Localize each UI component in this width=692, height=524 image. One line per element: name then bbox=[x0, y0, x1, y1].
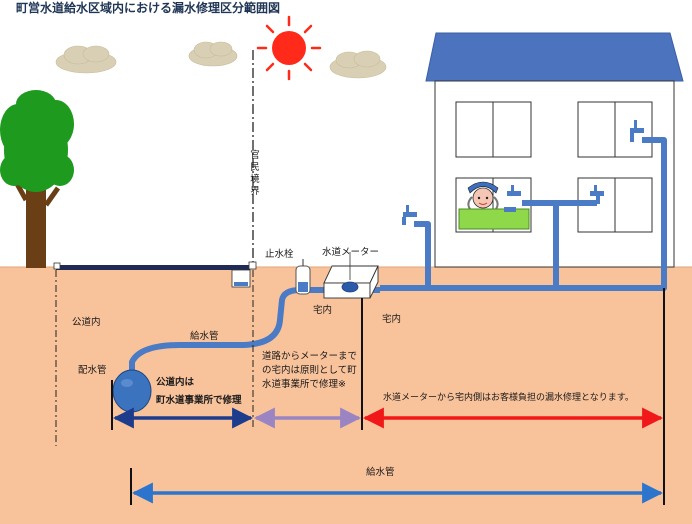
cloud-icon bbox=[188, 41, 238, 67]
house-plumbing bbox=[380, 137, 667, 291]
person-icon bbox=[467, 181, 499, 210]
distribution-pipe-icon bbox=[112, 369, 152, 413]
water-meter-label: 水道メーター bbox=[322, 247, 380, 258]
customer-repair-label: 水道メーターから宅内側はお客様負担の漏水修理となります。 bbox=[383, 393, 634, 403]
stop-valve-label: 止水栓 bbox=[265, 249, 294, 260]
town-repair-label: 公道内は 町水道事業所で修理 bbox=[156, 377, 242, 406]
sink-basin bbox=[458, 208, 530, 230]
sun-icon bbox=[256, 15, 322, 81]
service-pipe-label-bottom: 給水管 bbox=[366, 467, 395, 478]
meter-box-icon bbox=[323, 252, 379, 299]
road-to-meter-label: 道路からメーターまで の宅内は原則として町 水道事業所で修理※ bbox=[262, 351, 358, 390]
cloud-icon bbox=[55, 45, 117, 74]
stop-valve-icon bbox=[295, 259, 311, 295]
distribution-pipe-label: 配水管 bbox=[78, 365, 107, 376]
public-road-label: 公道内 bbox=[72, 317, 101, 328]
boundary-marker bbox=[248, 261, 257, 270]
tree-icon bbox=[0, 90, 74, 268]
house-inside-left-label: 宅内 bbox=[313, 305, 333, 316]
cloud-icon bbox=[329, 50, 387, 79]
house-icon bbox=[425, 32, 684, 268]
faucet-icon bbox=[402, 120, 644, 225]
road-marker bbox=[53, 262, 61, 270]
service-pipe-label-upper: 給水管 bbox=[190, 331, 219, 342]
page-title: 町営水道給水区域内における漏水修理区分範囲図 bbox=[16, 1, 281, 15]
boundary-label: 官民境界 bbox=[250, 150, 260, 197]
house-inside-right-label: 宅内 bbox=[382, 314, 402, 325]
road-surface bbox=[56, 265, 250, 270]
service-pipe bbox=[129, 287, 380, 372]
